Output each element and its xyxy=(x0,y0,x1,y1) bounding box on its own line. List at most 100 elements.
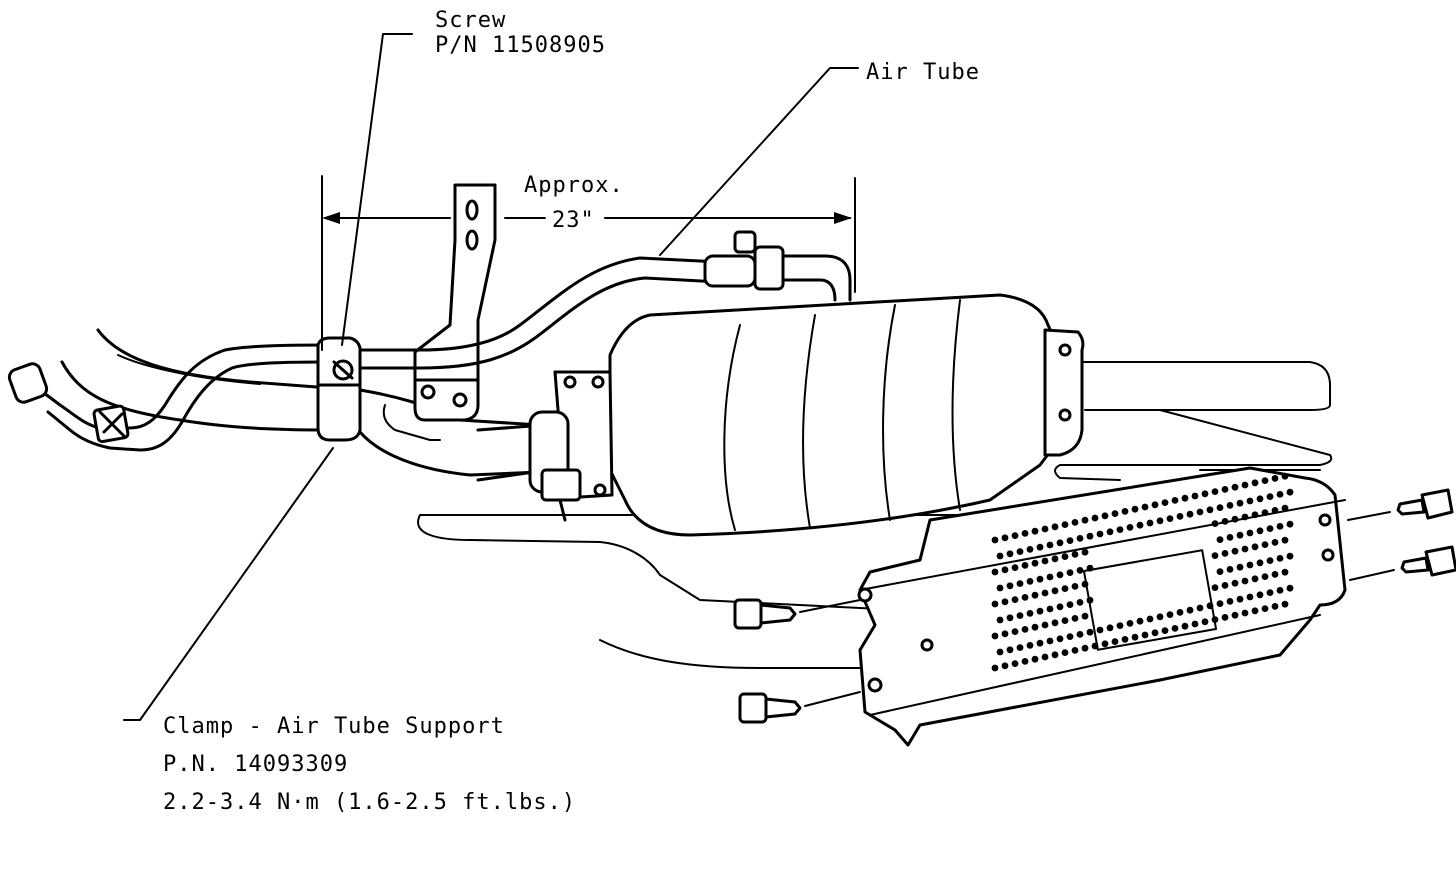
perforation-dot xyxy=(1111,510,1119,517)
perforation-dot xyxy=(1066,601,1074,608)
perforation-dot xyxy=(1031,527,1039,535)
perforation-dot xyxy=(996,648,1004,656)
bolt-right-upper xyxy=(1347,488,1454,521)
perforation-dot xyxy=(1051,587,1059,595)
perforation-dot xyxy=(1036,575,1044,583)
perforation-dot xyxy=(1056,539,1064,547)
perforation-dot xyxy=(1066,537,1074,544)
perforation-dot xyxy=(1026,642,1034,649)
perforation-dot xyxy=(1271,539,1279,546)
perforation-dot xyxy=(1026,610,1034,617)
perforation-dot xyxy=(1241,545,1249,553)
perforation-dot xyxy=(991,568,999,576)
perforation-dot xyxy=(1016,612,1024,619)
perforation-dot xyxy=(1216,568,1224,575)
perforation-dot xyxy=(1036,639,1044,647)
perforation-dot xyxy=(1231,515,1239,523)
perforation-dot xyxy=(1001,534,1009,542)
perforation-dot xyxy=(1116,622,1124,629)
perforation-dot xyxy=(1031,623,1039,631)
perforation-dot xyxy=(1056,603,1064,611)
perforation-dot xyxy=(1131,633,1139,641)
perforation-dot xyxy=(1221,550,1229,557)
perforation-dot xyxy=(1081,612,1089,620)
perforation-dot xyxy=(1251,575,1259,583)
perforation-dot xyxy=(1006,614,1014,622)
perforation-dot xyxy=(1121,508,1129,515)
air-tube xyxy=(360,230,852,370)
perforation-dot xyxy=(1256,495,1264,503)
perforation-dot xyxy=(1276,523,1284,530)
perforation-dot xyxy=(1271,507,1279,514)
air-tube-left xyxy=(7,343,332,452)
heat-shield-perforations xyxy=(991,472,1294,672)
perforation-dot xyxy=(1281,600,1289,608)
perforation-dot xyxy=(1101,640,1109,648)
clamp-torque-spec: 2.2-3.4 N·m (1.6-2.5 ft.lbs.) xyxy=(163,790,577,815)
perforation-dot xyxy=(1016,644,1024,651)
perforation-dot xyxy=(1236,499,1244,507)
perforation-dot xyxy=(1116,526,1124,533)
perforation-dot xyxy=(1076,535,1084,542)
perforation-dot xyxy=(1151,629,1159,637)
perforation-dot xyxy=(1216,536,1224,543)
perforation-dot xyxy=(1016,548,1024,555)
perforation-dot xyxy=(1266,493,1274,500)
perforation-dot xyxy=(1146,615,1154,623)
perforation-dot xyxy=(1051,555,1059,563)
perforation-dot xyxy=(1141,631,1149,639)
perforation-dot xyxy=(1221,518,1229,525)
perforation-dot xyxy=(1216,504,1224,511)
perforation-dot xyxy=(1021,562,1029,569)
perforation-dot xyxy=(1286,552,1294,560)
perforation-dot xyxy=(1011,532,1019,539)
perforation-dot xyxy=(1261,541,1269,548)
perforation-dot xyxy=(1041,557,1049,565)
perforation-dot xyxy=(991,600,999,608)
screw-part-number: P/N 11508905 xyxy=(435,33,606,58)
perforation-dot xyxy=(1111,638,1119,645)
perforation-dot xyxy=(1086,532,1094,540)
perforation-dot xyxy=(1001,630,1009,638)
perforation-dot xyxy=(1281,536,1289,544)
air-tube-label: Air Tube xyxy=(866,60,980,85)
perforation-dot xyxy=(1211,488,1219,495)
perforation-dot xyxy=(1221,486,1229,493)
perforation-dot xyxy=(1136,617,1144,625)
perforation-dot xyxy=(1021,658,1029,665)
clamp-label: Clamp - Air Tube Support xyxy=(163,714,505,739)
perforation-dot xyxy=(1031,591,1039,599)
perforation-dot xyxy=(1101,512,1109,520)
perforation-dot xyxy=(1186,606,1194,614)
perforation-dot xyxy=(1076,567,1084,574)
perforation-dot xyxy=(1166,515,1174,522)
catalytic-converter xyxy=(476,293,1085,537)
perforation-dot xyxy=(1266,525,1274,532)
perforation-dot xyxy=(1201,618,1209,626)
perforation-dot xyxy=(991,536,999,544)
perforation-dot xyxy=(1151,501,1159,509)
perforation-dot xyxy=(1146,519,1154,527)
perforation-dot xyxy=(1046,541,1054,549)
leader-lines xyxy=(123,33,859,721)
perforation-dot xyxy=(1286,488,1294,496)
perforation-dot xyxy=(1011,564,1019,571)
air-tube-support-bracket xyxy=(413,183,497,422)
perforation-dot xyxy=(1261,477,1269,484)
perforation-dot xyxy=(1001,566,1009,574)
perforation-dot xyxy=(1126,524,1134,531)
perforation-dot xyxy=(1286,520,1294,528)
perforation-dot xyxy=(1016,580,1024,587)
perforation-dot xyxy=(1201,490,1209,498)
perforation-dot xyxy=(1176,513,1184,520)
perforation-dot xyxy=(996,616,1004,624)
perforation-dot xyxy=(1221,614,1229,621)
perforation-dot xyxy=(1171,625,1179,632)
perforation-dot xyxy=(1251,479,1259,487)
perforation-dot xyxy=(1266,589,1274,596)
bolt-right-lower xyxy=(1349,545,1456,581)
perforation-dot xyxy=(1196,604,1204,612)
perforation-dot xyxy=(1271,571,1279,578)
perforation-dot xyxy=(1051,619,1059,627)
